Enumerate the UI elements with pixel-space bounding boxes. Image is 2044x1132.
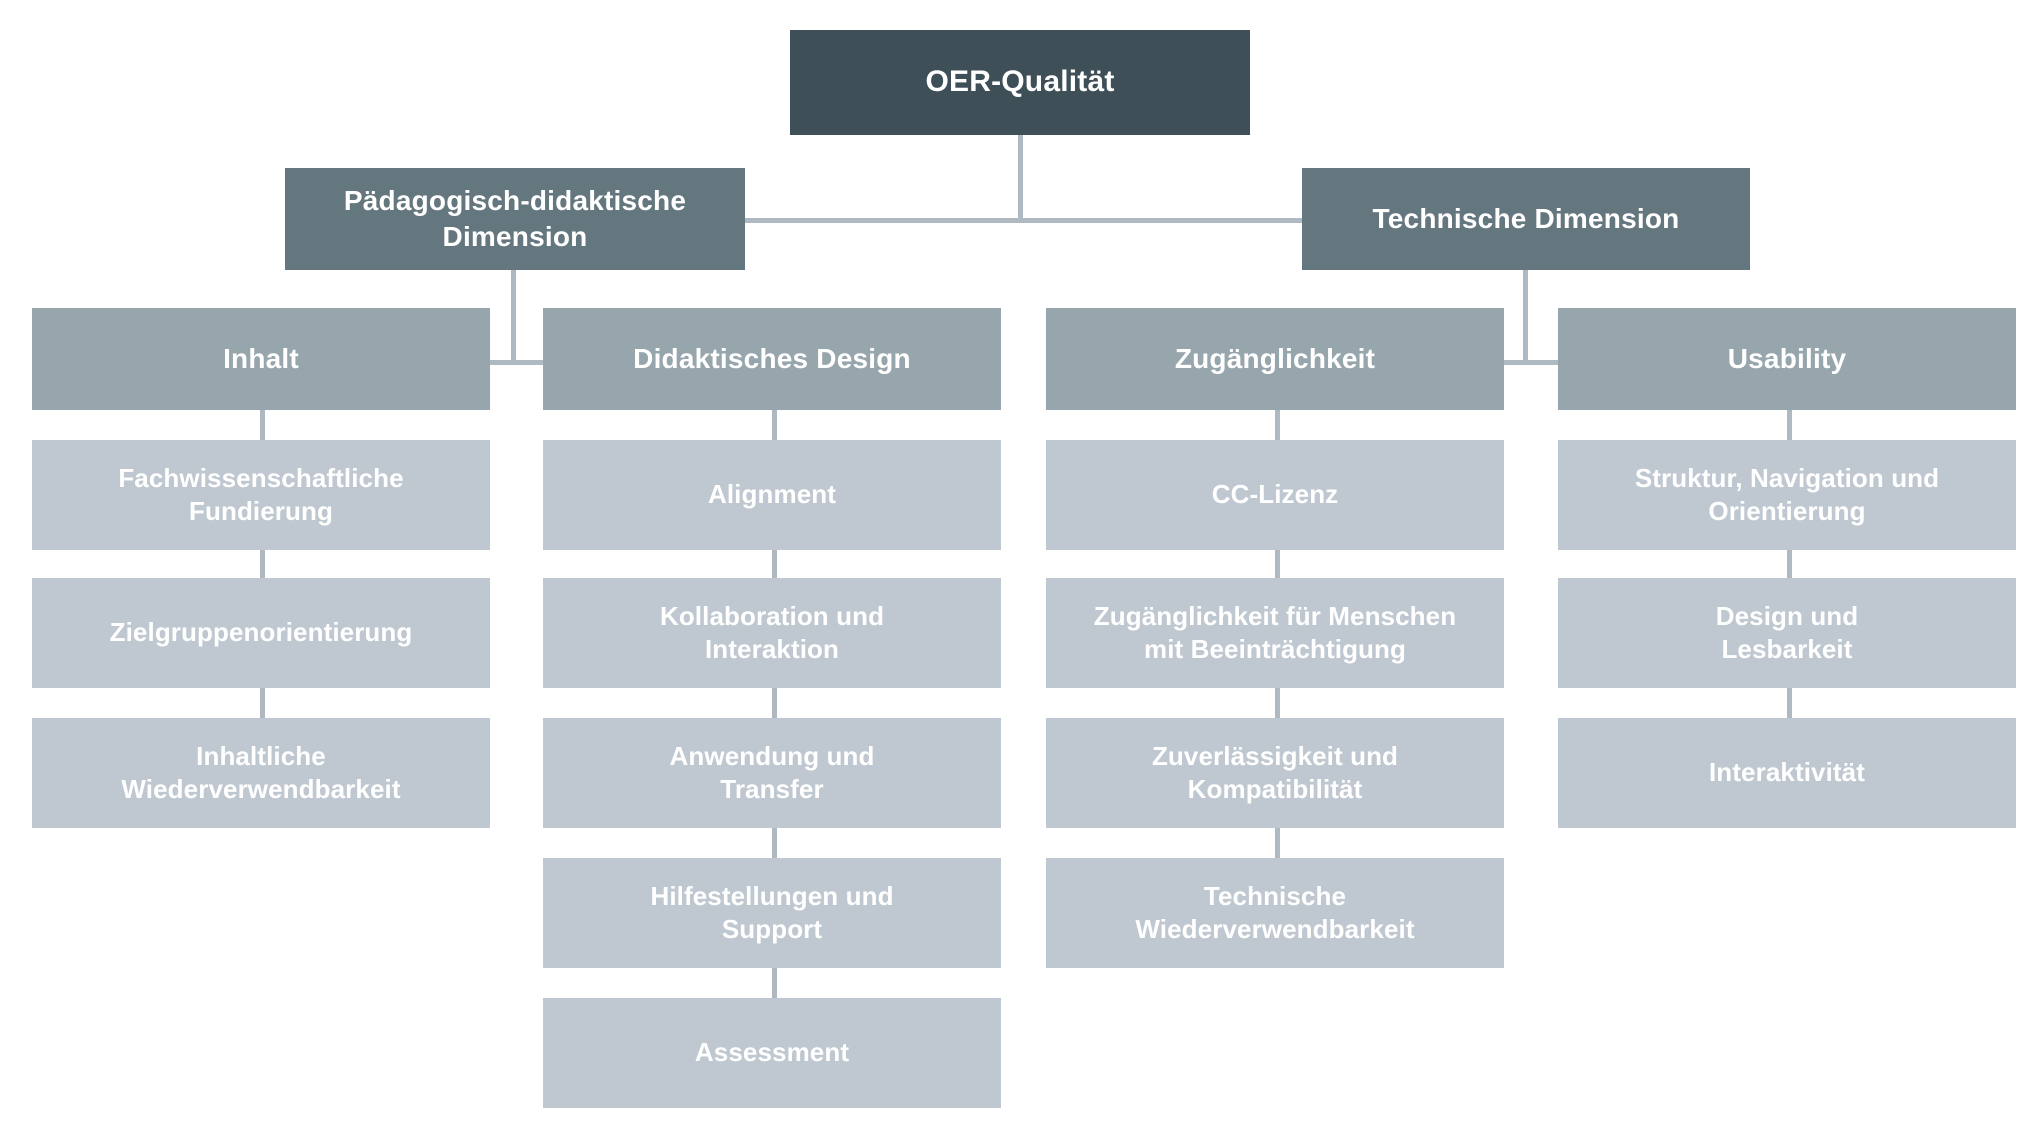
node-label: Zuverlässigkeit und Kompatibilität [1151, 740, 1399, 804]
node-technische-wiederverwendbarkeit[interactable]: Technische Wiederverwendbarkeit [1046, 858, 1504, 968]
node-label: Struktur, Navigation und Orientierung [1634, 462, 1940, 526]
node-label: Pädagogisch-didaktische Dimension [343, 185, 687, 252]
node-label: Design und Lesbarkeit [1715, 600, 1859, 664]
connector-paed-down [511, 270, 516, 365]
node-anwendung-und-transfer[interactable]: Anwendung und Transfer [543, 718, 1001, 828]
node-label: Zugänglichkeit für Menschen mit Beeinträ… [1093, 600, 1457, 664]
node-technische-dimension[interactable]: Technische Dimension [1302, 168, 1750, 270]
node-label: Interaktivität [1708, 757, 1865, 788]
node-usability[interactable]: Usability [1558, 308, 2016, 410]
connector-col1-spine [260, 410, 265, 720]
node-interaktivitaet[interactable]: Interaktivität [1558, 718, 2016, 828]
node-label: Kollaboration und Interaktion [659, 600, 885, 664]
node-oer-qualitaet[interactable]: OER-Qualität [790, 30, 1250, 135]
node-zugaenglichkeit[interactable]: Zugänglichkeit [1046, 308, 1504, 410]
node-label: CC-Lizenz [1211, 479, 1339, 510]
node-label: Didaktisches Design [633, 343, 911, 375]
connector-col2-spine [772, 410, 777, 1000]
node-zuverlaessigkeit-und-kompatibilitaet[interactable]: Zuverlässigkeit und Kompatibilität [1046, 718, 1504, 828]
node-struktur-navigation-und-orientierung[interactable]: Struktur, Navigation und Orientierung [1558, 440, 2016, 550]
node-fachwissenschaftliche-fundierung[interactable]: Fachwissenschaftliche Fundierung [32, 440, 490, 550]
node-label: Inhaltliche Wiederverwendbarkeit [121, 740, 401, 804]
node-label: OER-Qualität [925, 65, 1115, 99]
node-zielgruppenorientierung[interactable]: Zielgruppenorientierung [32, 578, 490, 688]
node-label: Usability [1727, 343, 1847, 375]
node-label: Alignment [707, 479, 836, 510]
connector-root-down [1018, 135, 1023, 220]
node-didaktisches-design[interactable]: Didaktisches Design [543, 308, 1001, 410]
node-label: Technische Wiederverwendbarkeit [1135, 880, 1415, 944]
node-kollaboration-und-interaktion[interactable]: Kollaboration und Interaktion [543, 578, 1001, 688]
node-label: Hilfestellungen und Support [650, 880, 894, 944]
node-label: Anwendung und Transfer [669, 740, 875, 804]
node-label: Assessment [694, 1037, 850, 1068]
node-paedagogisch-didaktische-dimension[interactable]: Pädagogisch-didaktische Dimension [285, 168, 745, 270]
connector-tech-bar [1496, 360, 1581, 365]
node-label: Inhalt [223, 343, 299, 375]
connector-tech-down [1523, 270, 1528, 365]
connector-col4-spine [1787, 410, 1792, 720]
connector-dimension-bar [745, 218, 1302, 223]
node-label: Zugänglichkeit [1174, 343, 1376, 375]
node-assessment[interactable]: Assessment [543, 998, 1001, 1108]
node-hilfestellungen-und-support[interactable]: Hilfestellungen und Support [543, 858, 1001, 968]
node-alignment[interactable]: Alignment [543, 440, 1001, 550]
node-label: Fachwissenschaftliche Fundierung [118, 462, 404, 526]
node-zugaenglichkeit-fuer-menschen-mit-beeintraechtigung[interactable]: Zugänglichkeit für Menschen mit Beeinträ… [1046, 578, 1504, 688]
node-inhaltliche-wiederverwendbarkeit[interactable]: Inhaltliche Wiederverwendbarkeit [32, 718, 490, 828]
node-label: Zielgruppenorientierung [109, 617, 413, 648]
node-cc-lizenz[interactable]: CC-Lizenz [1046, 440, 1504, 550]
node-design-und-lesbarkeit[interactable]: Design und Lesbarkeit [1558, 578, 2016, 688]
connector-paed-bar [483, 360, 568, 365]
node-inhalt[interactable]: Inhalt [32, 308, 490, 410]
node-label: Technische Dimension [1372, 203, 1680, 235]
